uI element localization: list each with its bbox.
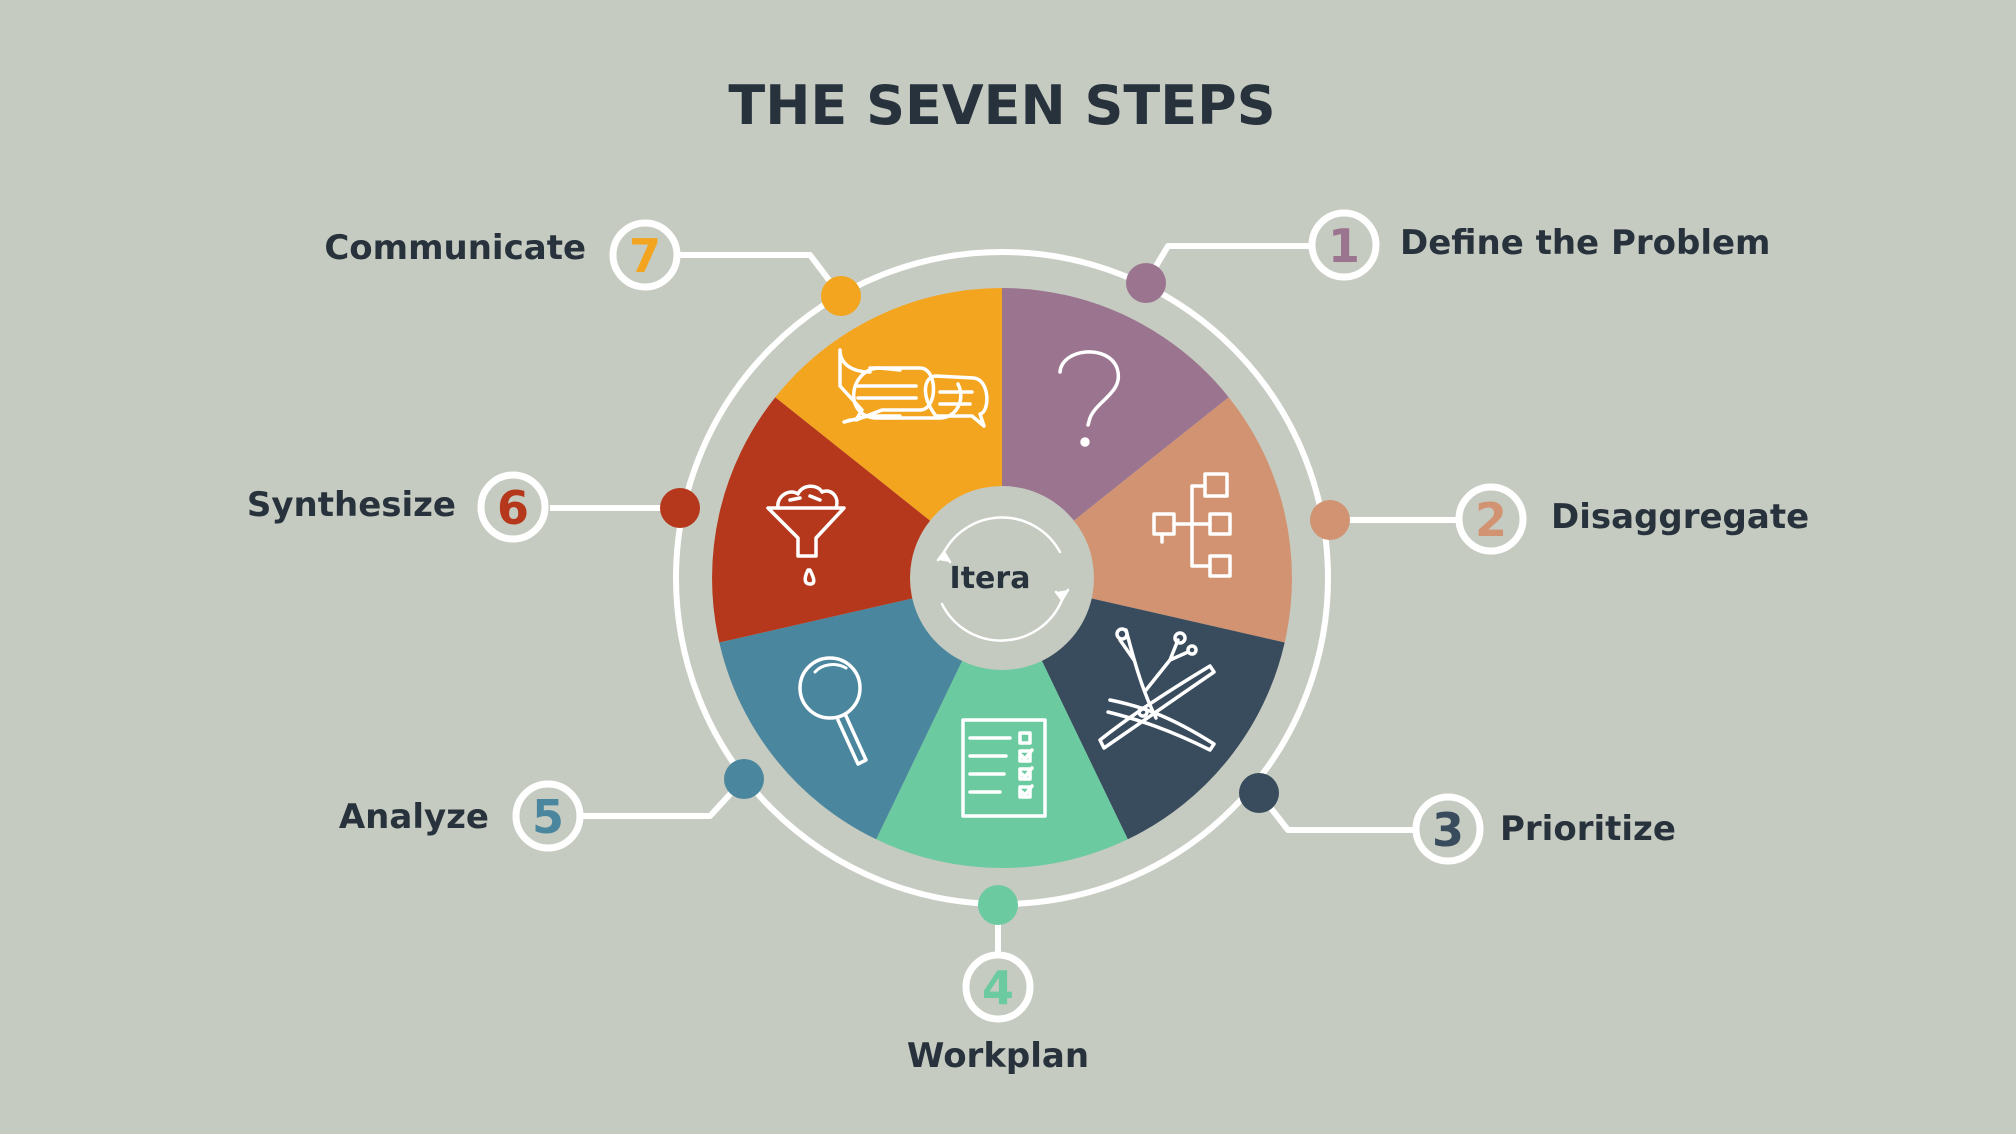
question-mark-icon bbox=[1058, 350, 1121, 447]
step-number-4: 4 bbox=[982, 961, 1014, 1015]
step-label-prioritize: Prioritize bbox=[1500, 809, 1676, 849]
badge-2[interactable] bbox=[1455, 483, 1527, 555]
center-label: Itera bbox=[950, 561, 1031, 596]
badge-5[interactable] bbox=[512, 780, 584, 852]
step-number-1: 1 bbox=[1328, 219, 1360, 273]
checklist-icon bbox=[961, 718, 1047, 818]
badge-6[interactable] bbox=[477, 471, 549, 543]
ring-dot-1 bbox=[1126, 263, 1166, 303]
segment-workplan[interactable] bbox=[876, 578, 1128, 869]
ring-dots bbox=[660, 263, 1350, 925]
pruning-shears-icon bbox=[1098, 627, 1216, 752]
page-title: THE SEVEN STEPS bbox=[728, 74, 1275, 137]
step-label-workplan: Workplan bbox=[907, 1036, 1089, 1076]
magnifying-glass-icon bbox=[798, 656, 868, 766]
funnel-icon bbox=[766, 484, 846, 586]
speech-bubbles-icon bbox=[838, 348, 989, 428]
connector-1 bbox=[1143, 243, 1312, 285]
badge-1[interactable] bbox=[1308, 209, 1380, 281]
segment-define-the-problem[interactable] bbox=[1002, 288, 1229, 578]
ring-dot-4 bbox=[978, 885, 1018, 925]
step-number-3: 3 bbox=[1432, 803, 1464, 857]
ring-dot-6 bbox=[660, 488, 700, 528]
step-label-communicate: Communicate bbox=[324, 228, 586, 268]
ring-dot-7 bbox=[821, 276, 861, 316]
step-number-7: 7 bbox=[629, 229, 661, 283]
step-label-synthesize: Synthesize bbox=[247, 485, 456, 525]
connector-3 bbox=[1256, 791, 1416, 833]
step-label-analyze: Analyze bbox=[339, 797, 489, 837]
connector-5 bbox=[583, 776, 747, 819]
issue-tree-icon bbox=[1152, 472, 1232, 578]
iteration-arrows-icon bbox=[936, 516, 1070, 642]
step-number-5: 5 bbox=[532, 790, 564, 844]
step-number-6: 6 bbox=[497, 481, 529, 535]
ring-dot-2 bbox=[1310, 500, 1350, 540]
badge-4[interactable] bbox=[962, 951, 1034, 1023]
ring-dot-5 bbox=[724, 759, 764, 799]
step-label-define-the-problem: Define the Problem bbox=[1400, 223, 1770, 263]
number-badges bbox=[477, 209, 1527, 1023]
step-label-disaggregate: Disaggregate bbox=[1551, 497, 1809, 537]
ring-dot-3 bbox=[1239, 773, 1279, 813]
connector-7 bbox=[680, 252, 844, 298]
badge-3[interactable] bbox=[1412, 793, 1484, 865]
step-number-2: 2 bbox=[1475, 493, 1507, 547]
segment-communicate[interactable] bbox=[775, 288, 1002, 578]
badge-7[interactable] bbox=[609, 219, 681, 291]
wheel bbox=[712, 288, 1292, 869]
segment-analyze[interactable] bbox=[719, 578, 1002, 840]
